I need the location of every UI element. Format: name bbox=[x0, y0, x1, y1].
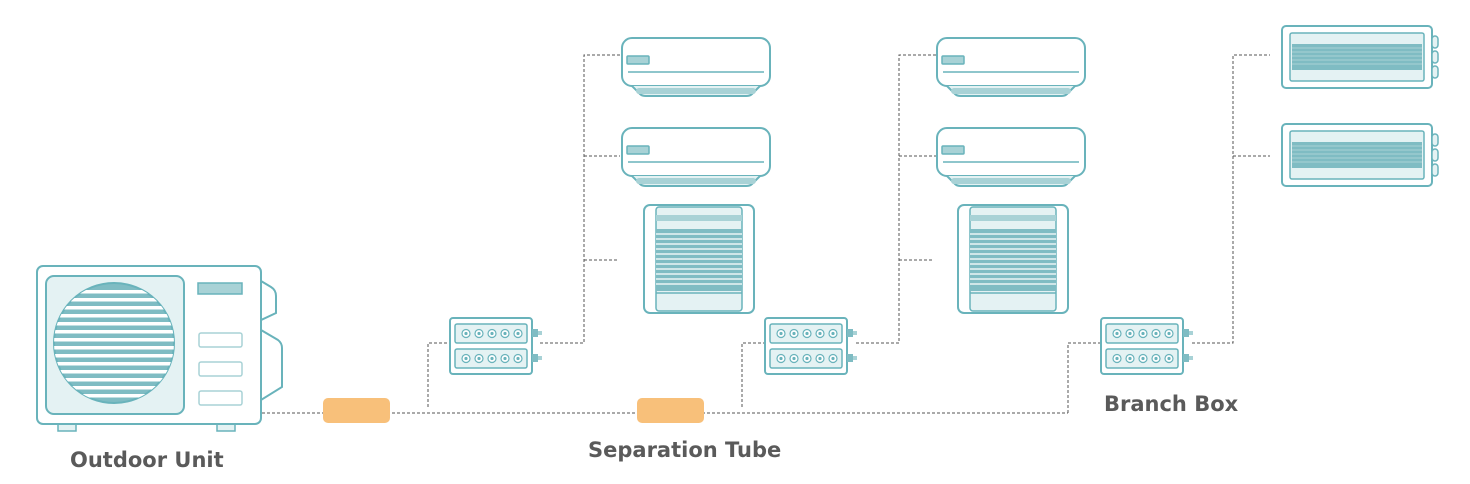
cassette-ac-icon bbox=[643, 204, 755, 314]
branch-box-icon bbox=[764, 317, 858, 375]
wall-mounted-ac-icon bbox=[621, 37, 771, 97]
cassette-ac-icon bbox=[957, 204, 1069, 314]
branch-box-icon bbox=[449, 317, 543, 375]
outdoor-unit-label: Outdoor Unit bbox=[70, 448, 224, 472]
ducted-ac-icon bbox=[1281, 25, 1439, 89]
branch-box-icon bbox=[1100, 317, 1194, 375]
wall-mounted-ac-icon bbox=[936, 37, 1086, 97]
wall-mounted-ac-icon bbox=[621, 127, 771, 187]
branch-box-label: Branch Box bbox=[1104, 392, 1239, 416]
ducted-ac-icon bbox=[1281, 123, 1439, 187]
separation-tube-label: Separation Tube bbox=[588, 438, 782, 462]
separation-tube-icon bbox=[637, 398, 704, 423]
wall-mounted-ac-icon bbox=[936, 127, 1086, 187]
separation-tube-icon bbox=[323, 398, 390, 423]
outdoor-unit-icon bbox=[36, 265, 283, 432]
